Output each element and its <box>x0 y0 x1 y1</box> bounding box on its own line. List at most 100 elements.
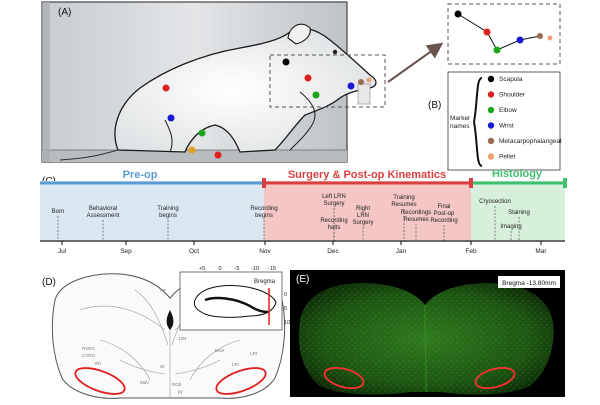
phase-divider-1 <box>262 178 266 188</box>
inset-side-tick-label: 10 <box>284 320 290 326</box>
marker-elbow-b <box>493 46 501 54</box>
month-label: Jan <box>396 248 407 255</box>
legend-heading-2: names <box>450 123 470 130</box>
inset-tick-label: 0 <box>218 266 221 272</box>
atlas-region-label: MdV <box>140 380 149 385</box>
timeline-event-label: Recording <box>430 218 457 224</box>
panel-label-e: (E) <box>296 274 309 285</box>
enclosure-left-bar <box>42 2 50 162</box>
rat-ear <box>287 23 311 45</box>
timeline-event-label: Left LRN <box>322 194 346 200</box>
marker-hip <box>162 84 170 92</box>
atlas-region-label: Gi <box>160 364 165 369</box>
atlas-region-label: MVe <box>215 348 225 353</box>
marker-pellet-b <box>547 35 553 41</box>
month-label: Nov <box>259 248 271 255</box>
month-label: Oct <box>189 248 199 255</box>
phase-preop-bg <box>40 181 264 240</box>
inset-side-tick-label: 0 <box>284 292 287 298</box>
zoom-arrow <box>387 42 444 83</box>
timeline-event-label: begins <box>159 213 177 219</box>
panel-d: (D) APRVRGCVRGIRtMdVLRtSol12NGiRObpyMVeL… <box>42 266 290 399</box>
inset-tick-label: -10 <box>251 266 259 272</box>
timeline-event-label: Staining <box>508 210 530 216</box>
legend-swatch <box>487 91 495 98</box>
month-label: Sep <box>120 248 132 255</box>
atlas-region-label: LRt <box>232 362 240 367</box>
panel-label-b: (B) <box>428 100 441 111</box>
legend-label: Shoulder <box>499 92 526 99</box>
marker-mcp-a <box>358 79 364 85</box>
marker-knee <box>167 114 175 122</box>
legend-swatch <box>487 122 495 129</box>
marker-elbow-a <box>312 91 320 99</box>
timeline-event-label: Training <box>393 195 414 201</box>
month-label: Mar <box>535 248 547 255</box>
timeline-event-label: Final <box>437 204 450 210</box>
atlas-region-label: py <box>178 389 184 394</box>
panel-c: (C) Pre-op Surgery & Post-op Kinematics … <box>40 168 567 255</box>
legend-swatch <box>487 153 495 160</box>
phase-histology-bg <box>471 181 565 240</box>
month-label: Dec <box>327 248 339 255</box>
timeline-event-label: Resumes <box>403 217 428 223</box>
marker-scapula-a <box>282 58 290 66</box>
timeline-event-label: LRN <box>357 213 369 219</box>
bregma-badge-label: Bregma -13.80mm <box>502 280 556 287</box>
marker-wrist-a <box>347 82 355 90</box>
marker-foot <box>188 146 196 154</box>
marker-ankle <box>198 129 206 137</box>
legend-swatch <box>487 75 495 83</box>
rat-body <box>114 27 377 153</box>
inset-tick-label: +5 <box>199 266 205 272</box>
panel-a: (A) <box>41 1 386 163</box>
inset-bregma-label: Bregma <box>254 279 276 285</box>
inset-tick-label: -15 <box>268 266 276 272</box>
legend-label: Wrist <box>499 123 514 130</box>
timeline-event-label: Assessment <box>87 213 120 219</box>
timeline-event-label: Resumes <box>391 202 416 208</box>
histology-midline <box>424 304 427 393</box>
marker-shoulder-a <box>304 74 312 82</box>
legend-label: Elbow <box>499 107 517 114</box>
timeline-event-label: Surgery <box>323 201 344 207</box>
legend-label: Scapula <box>499 76 523 83</box>
phase-divider-3 <box>563 178 567 188</box>
bregma-badge <box>498 276 560 288</box>
timeline-event-label: Post-op <box>434 211 455 217</box>
phase-surgery-bg <box>264 181 471 240</box>
atlas-region-label: ROb <box>172 382 182 387</box>
timeline-event-label: Cryosection <box>479 199 511 205</box>
timeline-months: Jul Sep Oct Nov Dec Jan Feb Mar <box>58 241 547 255</box>
legend-label: Metacarpophalangeal <box>499 138 562 145</box>
marker-scapula-b <box>454 10 462 18</box>
lrn-left-region <box>323 366 365 390</box>
pellet-platform <box>357 83 371 105</box>
timeline-event-label: Recordings <box>401 210 431 216</box>
timeline-event-label: halts <box>328 225 341 231</box>
month-label: Jul <box>58 248 67 255</box>
roi-box <box>269 54 386 108</box>
timeline-event-label: Born <box>52 209 65 215</box>
legend-items: ScapulaShoulderElbowWristMetacarpophalan… <box>487 75 562 161</box>
month-label: Feb <box>465 248 477 255</box>
phase-preop-title: Pre-op <box>123 169 158 181</box>
timeline-event-label: begins <box>255 213 273 219</box>
marker-mcp-b <box>537 33 543 39</box>
enclosure-floor <box>42 150 347 162</box>
panel-label-a: (A) <box>58 7 71 18</box>
atlas-region-label: RVRG <box>82 346 95 351</box>
timeline-event-label: Behavioral <box>89 206 117 212</box>
timeline-event-label: Training <box>157 206 178 212</box>
inset-side-tick-label: 5 <box>284 306 287 312</box>
atlas-region-label: CVRG <box>82 353 96 358</box>
zoom-box <box>447 3 561 65</box>
legend-box <box>447 71 561 171</box>
rat-tail <box>59 149 119 161</box>
marker-shoulder-b <box>483 28 491 36</box>
phase-surgery-title: Surgery & Post-op Kinematics <box>288 169 446 181</box>
legend-brace <box>472 77 483 167</box>
atlas-region-label: IRt <box>95 361 102 366</box>
